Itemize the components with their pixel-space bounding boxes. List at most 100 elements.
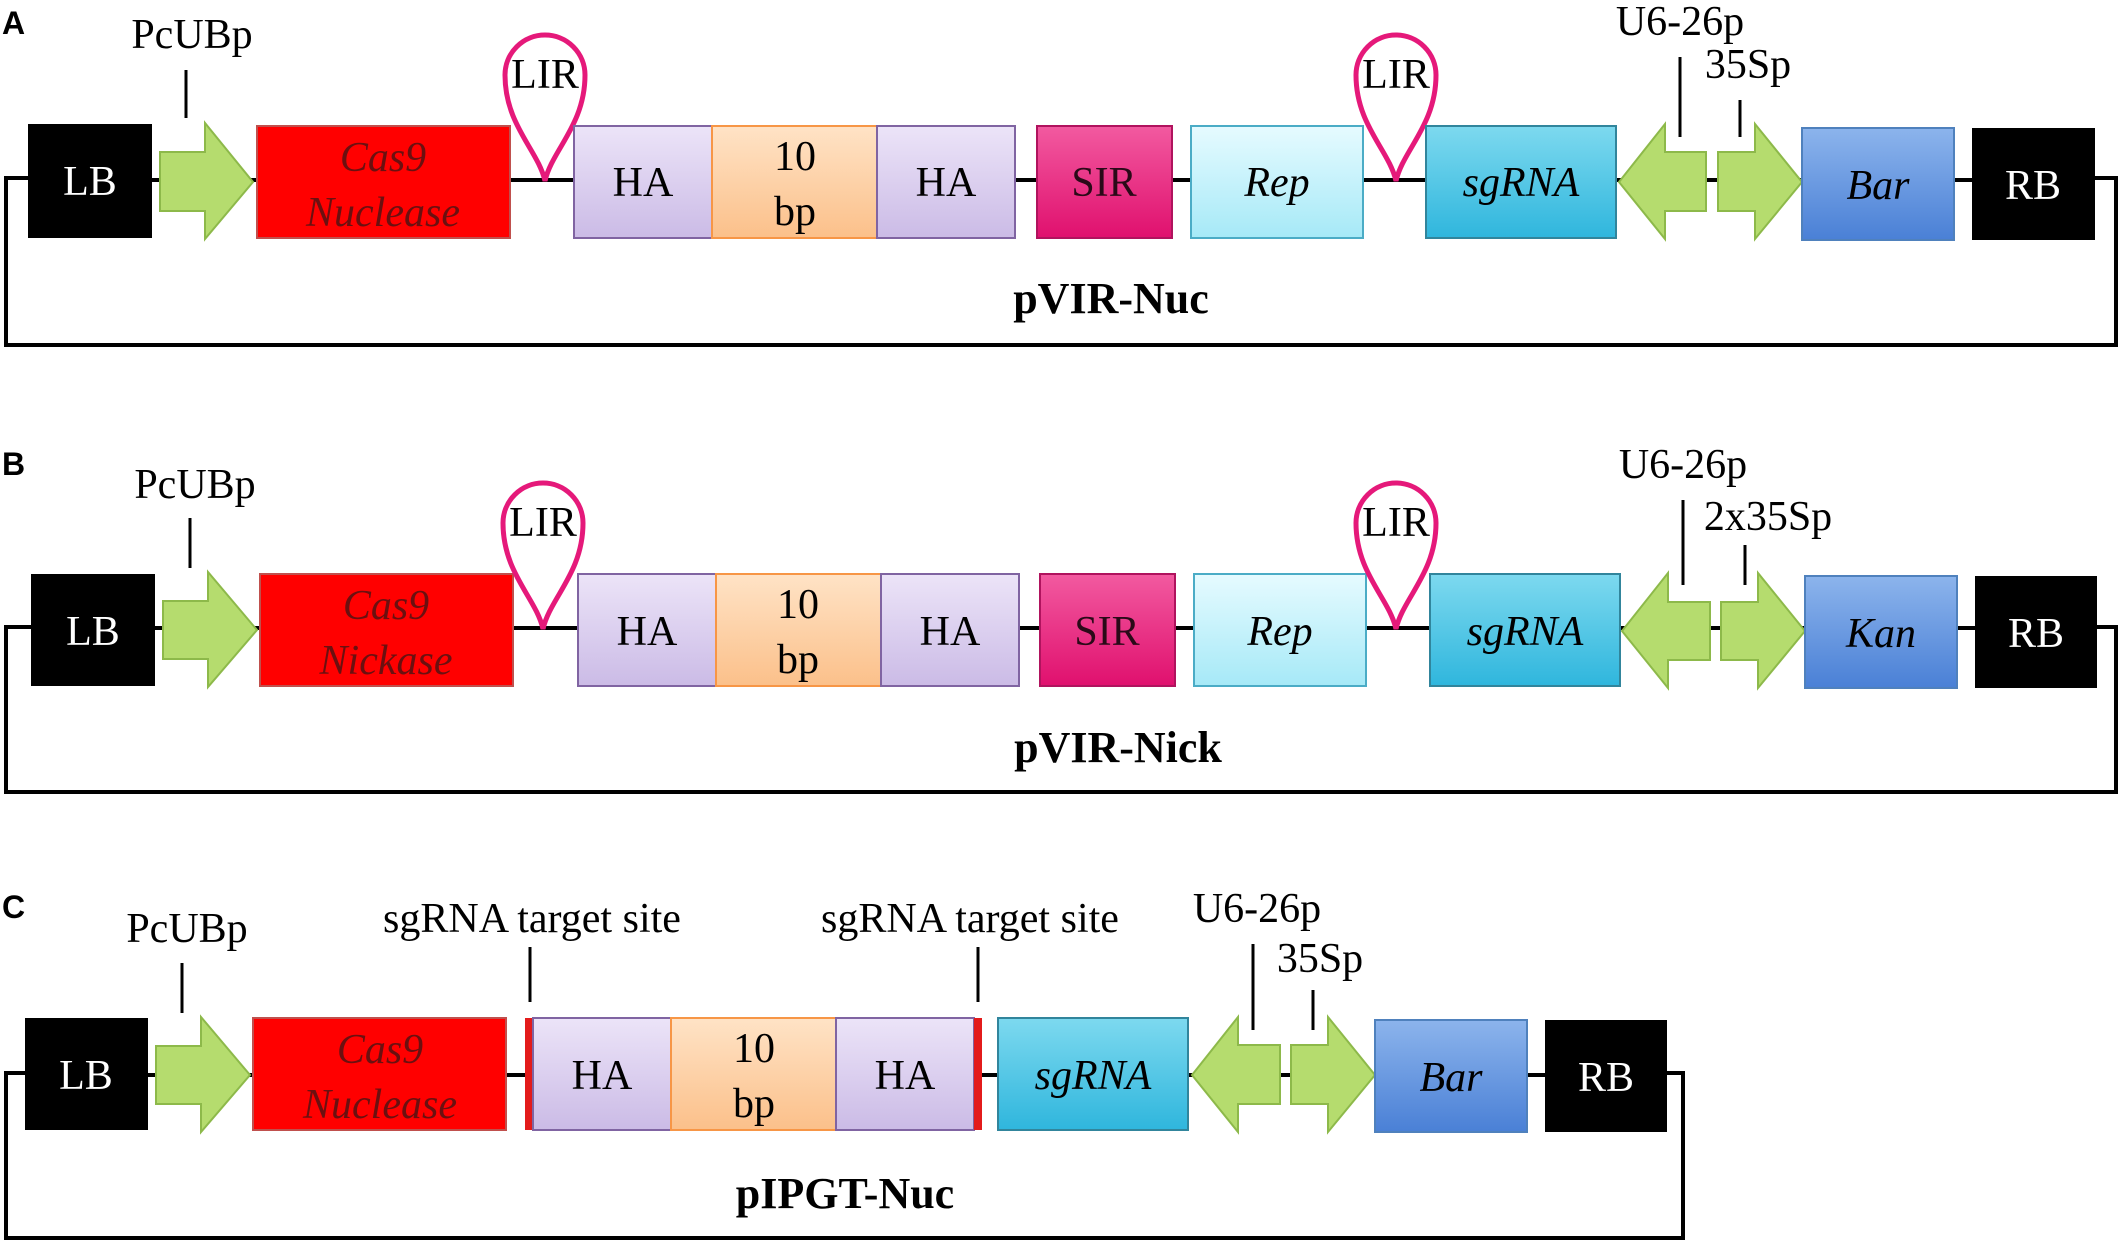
sgrna-label: sgRNA [1035,1053,1152,1099]
marker-label: Bar [1847,163,1911,209]
plasmid-title: pVIR-Nick [1014,723,1222,772]
lir-marker-icon [1353,32,1439,182]
bp10-label-line1: 10 [774,134,816,180]
rep-label: Rep [1243,160,1309,206]
panel-b: B LB PcUBp Cas9 Nickase LIR HA 10 bp HA … [2,442,2118,794]
plasmid-title: pVIR-Nuc [1013,274,1209,323]
lir-marker-icon [1353,480,1439,630]
lir-label: LIR [1362,500,1430,546]
panel-c: C LB PcUBp Cas9 Nuclease sgRNA target si… [2,886,1685,1240]
promoter-arrow-icon [162,569,259,690]
rep-box [1193,573,1367,687]
p35-arrow-icon [1290,1014,1377,1135]
lb-box [25,1018,148,1130]
rb-box [1545,1020,1667,1132]
marker-box [1374,1019,1528,1133]
lb-label: LB [66,609,120,655]
target-site-label: sgRNA target site [383,896,681,942]
bp10-label-line1: 10 [777,582,819,628]
marker-box [1804,575,1958,689]
cas9-label-line1: Cas9 [337,1027,423,1073]
rb-box [1975,576,2097,688]
ha-box [835,1017,975,1131]
sir-label: SIR [1074,609,1139,655]
ha-label: HA [920,609,981,655]
bp10-label-line2: bp [733,1081,775,1127]
promoter-arrow-icon [159,120,255,242]
bp10-box [670,1017,837,1131]
backbone-loop [4,1071,1685,1240]
panel-letter: B [2,446,25,482]
rb-label: RB [1578,1055,1634,1101]
panel-a: A LB PcUBp Cas9 Nuclease LIR HA 10 bp HA… [2,0,2118,347]
lir-label: LIR [509,500,577,546]
p35-promoter-label: 2x35Sp [1704,494,1832,540]
sir-box [1039,573,1176,687]
cas9-label-line2: Nuclease [302,1082,457,1128]
lir-label: LIR [1362,52,1430,98]
sir-box [1036,125,1173,239]
target-site-label: sgRNA target site [821,896,1119,942]
cas9-label-line1: Cas9 [340,135,426,181]
p35-arrow-icon [1717,121,1804,242]
lir-label: LIR [511,52,579,98]
sgrna-label: sgRNA [1467,609,1584,655]
cas9-label-line2: Nuclease [305,190,460,236]
sgrna-label: sgRNA [1463,160,1580,206]
ha-label: HA [617,609,678,655]
lb-box [28,124,152,238]
ha-box [577,573,717,687]
rb-label: RB [2005,163,2061,209]
p35-promoter-label: 35Sp [1277,936,1363,982]
lb-label: LB [63,159,117,205]
lb-box [31,574,155,686]
promoter-label: PcUBp [126,906,247,952]
sgrna-box [1425,125,1617,239]
lir-marker-icon [502,32,588,182]
rep-label: Rep [1246,609,1312,655]
cas9-box [259,573,514,687]
u6-promoter-label: U6-26p [1616,0,1744,45]
ha-box [573,125,713,239]
target-site-mark [974,1018,982,1130]
u6-arrow-icon [1617,121,1707,242]
p35-arrow-icon [1720,570,1807,691]
sgrna-box [997,1017,1189,1131]
ha-label: HA [875,1053,936,1099]
rb-label: RB [2008,611,2064,657]
promoter-arrow-icon [155,1014,252,1135]
p35-promoter-label: 35Sp [1705,42,1791,88]
rb-box [1972,128,2095,240]
ha-box [880,573,1020,687]
backbone-loop [4,176,2118,347]
promoter-label: PcUBp [131,12,252,58]
marker-box [1801,127,1955,241]
cas9-box [256,125,511,239]
promoter-label: PcUBp [134,462,255,508]
cas9-label-line1: Cas9 [343,583,429,629]
bp10-label-line1: 10 [733,1026,775,1072]
ha-label: HA [572,1053,633,1099]
ha-label: HA [916,160,977,206]
target-site-mark [525,1018,533,1130]
u6-promoter-label: U6-26p [1619,442,1747,488]
ha-box [876,125,1016,239]
ha-label: HA [613,160,674,206]
u6-arrow-icon [1620,570,1711,691]
marker-label: Kan [1845,611,1916,657]
rep-box [1190,125,1364,239]
marker-label: Bar [1420,1055,1484,1101]
cas9-label-line2: Nickase [319,638,453,684]
bp10-box [715,573,882,687]
panel-letter: C [2,889,25,925]
sir-label: SIR [1071,160,1136,206]
lb-label: LB [59,1053,113,1099]
bp10-label-line2: bp [777,637,819,683]
bp10-label-line2: bp [774,189,816,235]
backbone-loop [4,625,2118,794]
plasmid-title: pIPGT-Nuc [736,1169,954,1218]
lir-marker-icon [500,480,586,630]
cas9-box [252,1017,507,1131]
panel-letter: A [2,5,25,41]
ha-box [532,1017,672,1131]
